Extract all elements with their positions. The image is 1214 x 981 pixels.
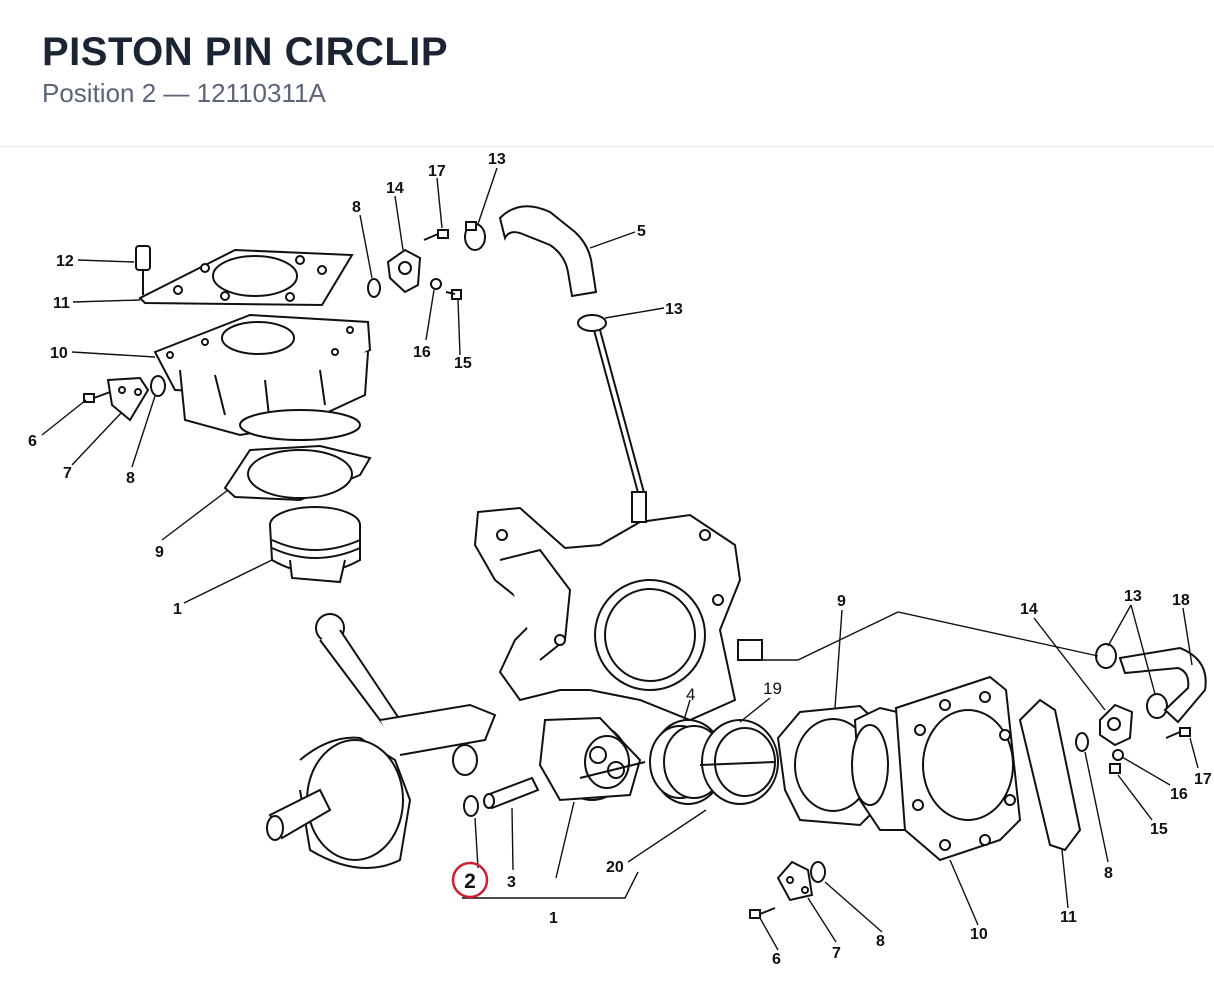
callout-6-upper: 6	[28, 433, 37, 450]
callout-6-lower: 6	[772, 951, 781, 968]
callout-8-upper-left: 8	[126, 470, 135, 487]
part-16-washer-upper	[430, 278, 442, 290]
part-5-hose	[498, 205, 598, 298]
callout-15-lower: 15	[1150, 821, 1168, 838]
crankcase	[473, 491, 763, 722]
highlighted-callout-2[interactable]: 2	[451, 861, 489, 899]
callout-13-middle: 13	[665, 301, 683, 318]
callout-9-lower: 9	[837, 593, 846, 610]
part-6-screw-lower	[749, 907, 776, 919]
callout-16-upper: 16	[413, 344, 431, 361]
callout-8-lower: 8	[876, 933, 885, 950]
part-11-lower-gasket	[1018, 698, 1082, 852]
part-9-base-gasket-upper	[223, 444, 372, 502]
part-17-screw-upper	[423, 229, 449, 241]
part-11-upper-gasket	[138, 248, 354, 307]
callout-14-upper: 14	[386, 180, 404, 197]
callout-8-upper: 8	[352, 199, 361, 216]
callout-14-lower: 14	[1020, 601, 1038, 618]
callout-3: 3	[507, 874, 516, 891]
part-1-piston-lower	[538, 716, 646, 802]
part-13-clamps-right	[1095, 643, 1168, 719]
page-title: PISTON PIN CIRCLIP	[42, 30, 449, 74]
callout-5: 5	[637, 223, 646, 240]
part-15-bolt-lower	[1109, 763, 1121, 774]
callout-16-lower: 16	[1170, 786, 1188, 803]
callout-8-lower-right: 8	[1104, 865, 1113, 882]
part-8-oring-upper	[367, 278, 381, 298]
callout-17-lower: 17	[1194, 771, 1212, 788]
part-8-oring-lower-right	[1075, 732, 1089, 752]
callout-13-right: 13	[1124, 588, 1142, 605]
callout-12: 12	[56, 253, 74, 270]
callout-2: 2	[464, 870, 476, 893]
callout-7-upper: 7	[63, 465, 72, 482]
callout-4: 4	[686, 685, 695, 704]
callout-labels: 12 11 10 6 7 8 9 1 8 14 17 13 5 13 16 15…	[28, 151, 1212, 968]
part-16-washer-lower	[1112, 749, 1124, 761]
part-8-oring-lower	[810, 861, 826, 883]
callout-13-upper: 13	[488, 151, 506, 168]
callout-7-lower: 7	[832, 945, 841, 962]
part-6-screw-upper	[83, 391, 111, 403]
highlight-ring	[451, 861, 489, 899]
part-13-clamp-upper	[464, 221, 486, 251]
page-subtitle: Position 2 — 12110311A	[42, 78, 326, 108]
callout-11-lower: 11	[1060, 909, 1077, 926]
part-14-elbow-fitting-lower	[1099, 703, 1134, 747]
callout-15-upper: 15	[454, 355, 472, 372]
part-10-lower-cylinder-head-face	[894, 675, 1022, 862]
callout-1-lower: 1	[549, 910, 558, 927]
callout-17-upper: 17	[428, 163, 446, 180]
part-7-cover-plate-upper	[106, 376, 150, 422]
callout-1-upper: 1	[173, 601, 182, 618]
callout-9-upper: 9	[155, 544, 164, 561]
callout-20: 20	[606, 859, 624, 876]
part-17-screw-lower	[1165, 727, 1191, 739]
part-1-piston-upper	[269, 506, 361, 584]
callout-18: 18	[1172, 592, 1190, 609]
part-2-piston-pin-circlip	[463, 795, 479, 817]
page-header: PISTON PIN CIRCLIP Position 2 — 12110311…	[0, 0, 1214, 147]
part-3-piston-pin	[483, 776, 540, 810]
part-7-cover-plate-lower	[776, 860, 814, 902]
callout-11-upper: 11	[53, 295, 70, 312]
part-19-ring-set	[699, 719, 779, 805]
part-12-dowel	[135, 245, 151, 295]
part-10-upper-cylinder	[153, 313, 372, 441]
callout-10-lower: 10	[970, 926, 988, 943]
breather-pipe	[593, 329, 647, 501]
leader-lines	[41, 167, 1199, 951]
part-15-bolt-upper	[445, 289, 462, 300]
part-14-elbow-fitting-upper	[386, 248, 422, 294]
callout-19: 19	[763, 679, 782, 698]
callout-10-upper: 10	[50, 345, 68, 362]
parts-drawing: 12 11 10 6 7 8 9 1 8 14 17 13 5 13 16 15…	[28, 151, 1212, 968]
exploded-parts-diagram: 12 11 10 6 7 8 9 1 8 14 17 13 5 13 16 15…	[0, 147, 1214, 981]
part-18-hose-right	[1118, 646, 1207, 724]
part-8-oring-upper-left	[150, 375, 166, 397]
connecting-rod-and-crankshaft	[266, 613, 497, 869]
part-13-clamp-middle	[577, 314, 607, 332]
